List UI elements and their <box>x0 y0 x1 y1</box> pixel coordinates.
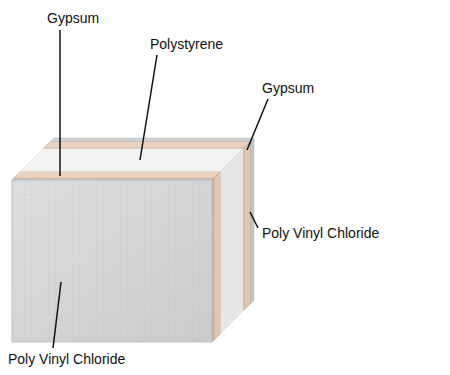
layer-label: Gypsum <box>262 80 314 97</box>
layer-label: Poly Vinyl Chloride <box>8 351 125 368</box>
layer-label: Poly Vinyl Chloride <box>262 225 379 242</box>
layer-label: Polystyrene <box>150 36 223 53</box>
layer-label: Gypsum <box>47 10 99 27</box>
